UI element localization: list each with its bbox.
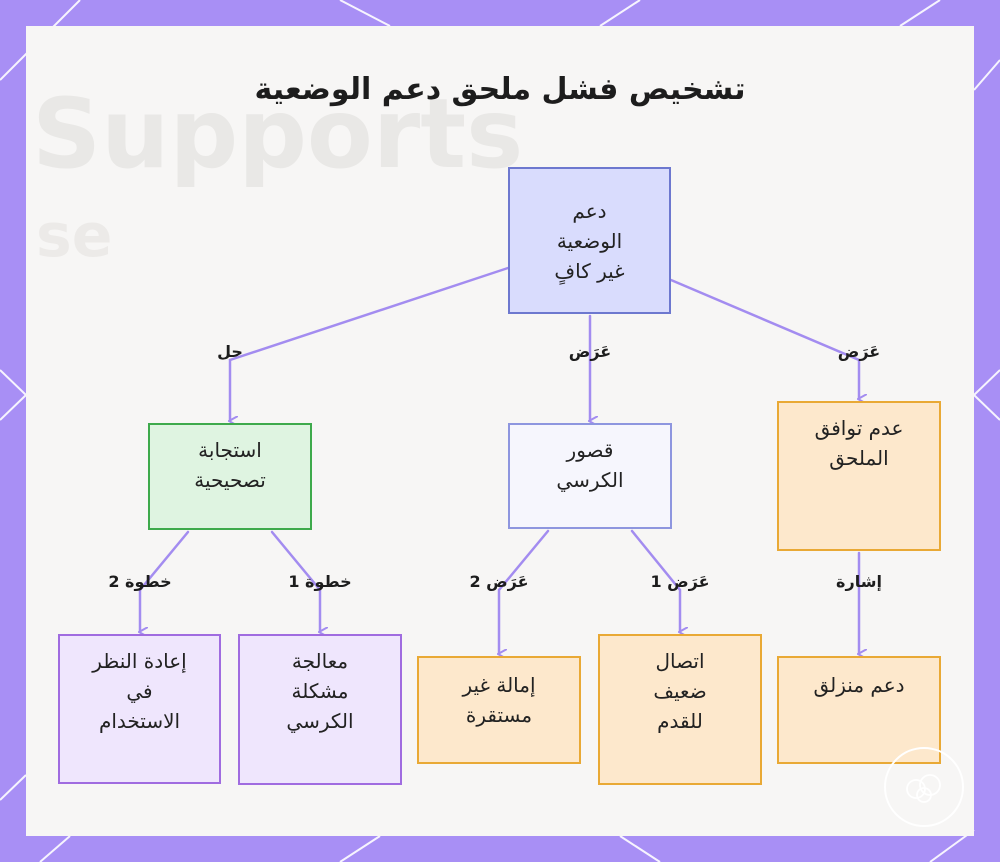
edge-label-step-2: خطوة 2 [108, 572, 172, 591]
edge-chair-tilt [499, 529, 550, 654]
edge-fix-use [140, 530, 190, 632]
edge-label-symptom-chair: عَرَض [568, 342, 612, 361]
background-watermark-text: Supports [32, 78, 524, 190]
edge-root-fit [669, 278, 859, 399]
node-slipping-support[interactable]: دعم منزلق [777, 656, 941, 764]
edge-label-sign: إشارة [836, 572, 882, 591]
edge-label-solution: حل [217, 342, 243, 361]
edge-label-symptom-fit: عَرَض [837, 342, 881, 361]
edge-chair-foot [630, 529, 680, 632]
background-watermark-text-2: se [36, 201, 113, 271]
edge-label-symptom-2: عَرَض 2 [469, 572, 529, 591]
diagram-title: تشخيص فشل ملحق دعم الوضعية [254, 72, 746, 107]
watermark-logo-icon [884, 747, 964, 827]
edge-label-symptom-1: عَرَض 1 [650, 572, 710, 591]
edge-fix-treat [270, 530, 320, 632]
edge-label-step-1: خطوة 1 [288, 572, 352, 591]
edge-root-fix [230, 266, 510, 421]
